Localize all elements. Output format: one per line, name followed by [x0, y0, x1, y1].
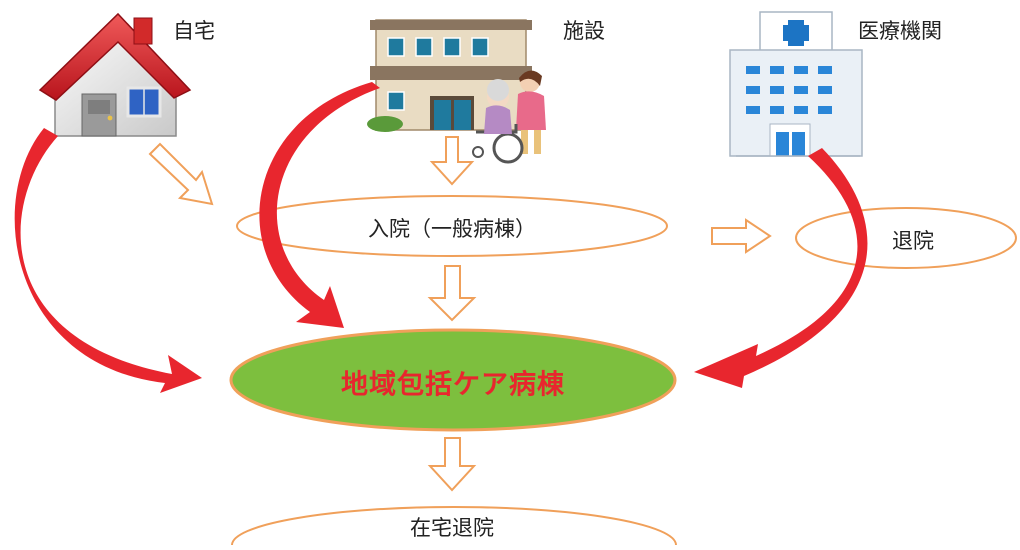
arrow-facility-to-admission — [429, 136, 475, 186]
arrow-home-to-admission — [148, 142, 214, 206]
arrow-admission-to-ward — [427, 265, 477, 322]
arrow-home-to-ward — [14, 128, 202, 393]
care-facility-icon — [367, 19, 546, 164]
label-medical-institution: 医療機関 — [858, 19, 942, 43]
arrow-facility-to-ward — [259, 82, 380, 328]
arrow-admission-to-discharge — [711, 218, 772, 254]
node-community-ward — [229, 328, 677, 432]
label-home-discharge: 在宅退院 — [410, 516, 494, 540]
label-discharge: 退院 — [892, 229, 934, 253]
label-facility: 施設 — [563, 19, 605, 43]
node-discharge — [795, 207, 1017, 269]
label-community-ward: 地域包括ケア病棟 — [341, 369, 565, 401]
house-icon — [38, 12, 192, 137]
label-home: 自宅 — [173, 19, 215, 43]
arrow-medical-to-ward — [694, 148, 868, 388]
hospital-icon — [729, 11, 863, 157]
node-home-discharge — [231, 506, 677, 546]
label-admission: 入院（一般病棟） — [368, 217, 536, 241]
arrow-ward-to-home-discharge — [427, 437, 477, 492]
node-admission — [236, 195, 668, 257]
